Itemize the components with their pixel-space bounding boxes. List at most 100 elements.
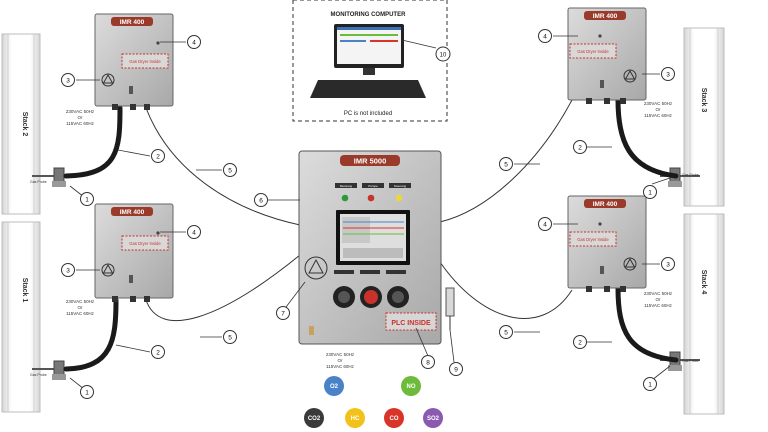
svg-text:HC: HC <box>351 416 360 422</box>
gas-dryer-label: Gas Dryer Inside <box>129 241 161 246</box>
stack-label: Stack 2 <box>21 112 28 137</box>
svg-text:5: 5 <box>228 335 232 342</box>
svg-text:115VAC 60Hz: 115VAC 60Hz <box>66 121 95 126</box>
svg-text:115VAC 60Hz: 115VAC 60Hz <box>644 113 673 118</box>
stack-label: Stack 3 <box>700 88 707 113</box>
svg-text:SO2: SO2 <box>427 416 440 422</box>
svg-text:Or: Or <box>656 107 662 112</box>
svg-text:115VAC 60Hz: 115VAC 60Hz <box>644 303 673 308</box>
callout-5: 5 <box>223 330 237 344</box>
gas-badge-o2: O2 <box>324 376 344 396</box>
imr-400-unit-bottom-left: IMR 400 Gas Dryer Inside <box>94 203 174 302</box>
svg-text:1: 1 <box>85 197 89 204</box>
svg-text:4: 4 <box>543 34 547 41</box>
power-label-bottom-left: 230VAC 50Hz Or 115VAC 60Hz <box>66 299 95 316</box>
gas-badges: O2 NO CO2 HC CO SO2 <box>304 376 443 428</box>
svg-text:8: 8 <box>426 360 430 367</box>
callout-5: 5 <box>223 163 237 177</box>
stack-4: Stack 4 <box>683 213 725 415</box>
power-label-main: 230VAC 50Hz Or 115VAC 60Hz <box>326 352 355 369</box>
probe-label: Gas Probe <box>682 359 699 363</box>
callout-9: 9 <box>449 362 463 376</box>
svg-text:9: 9 <box>454 367 458 374</box>
status-led-yellow <box>395 194 403 202</box>
power-label-top-right: 230VAC 50Hz Or 115VAC 60Hz <box>644 101 673 118</box>
monitor-note: PC is not included <box>344 111 392 117</box>
callout-1: 1 <box>80 385 94 399</box>
stack-label: Stack 4 <box>700 270 707 295</box>
callout-2: 2 <box>573 140 587 154</box>
svg-text:10: 10 <box>440 53 447 59</box>
svg-text:230VAC 50Hz: 230VAC 50Hz <box>66 299 95 304</box>
callout-4: 4 <box>187 225 201 239</box>
gas-dryer-label: Gas Dryer Inside <box>129 59 161 64</box>
svg-text:4: 4 <box>543 222 547 229</box>
stack-2: Stack 2 <box>1 33 41 215</box>
svg-text:1: 1 <box>648 190 652 197</box>
svg-text:3: 3 <box>666 262 670 269</box>
status-led-red <box>367 194 375 202</box>
svg-text:CO: CO <box>390 416 399 422</box>
callout-4: 4 <box>538 29 552 43</box>
svg-text:O2: O2 <box>330 384 339 390</box>
svg-text:Or: Or <box>338 358 344 363</box>
gas-badge-hc: HC <box>345 408 365 428</box>
stack-3: Stack 3 <box>683 27 725 207</box>
callout-2: 2 <box>151 149 165 163</box>
svg-text:3: 3 <box>666 72 670 79</box>
power-label-top-left: 230VAC 50Hz Or 115VAC 60Hz <box>66 109 95 126</box>
svg-text:5: 5 <box>228 168 232 175</box>
svg-text:115VAC 60Hz: 115VAC 60Hz <box>66 311 95 316</box>
unit-model: IMR 400 <box>593 201 618 208</box>
svg-text:2: 2 <box>156 154 160 161</box>
svg-text:4: 4 <box>192 230 196 237</box>
svg-text:1: 1 <box>648 382 652 389</box>
gas-badge-so2: SO2 <box>423 408 443 428</box>
imr-400-unit-bottom-right: IMR 400 Gas Dryer Inside <box>567 195 647 292</box>
svg-text:5: 5 <box>504 330 508 337</box>
svg-text:Or: Or <box>78 305 84 310</box>
gas-badge-co2: CO2 <box>304 408 324 428</box>
imr-400-unit-top-right: IMR 400 Gas Dryer Inside <box>567 7 647 104</box>
callout-2: 2 <box>573 335 587 349</box>
probe-label: Gas Probe <box>30 373 47 377</box>
callout-6: 6 <box>254 193 268 207</box>
main-button-label: Pumpe <box>368 184 378 188</box>
stack-label: Stack 1 <box>21 278 28 303</box>
callout-1: 1 <box>643 185 657 199</box>
callout-5: 5 <box>499 325 513 339</box>
callout-leaders <box>69 35 671 390</box>
monitor-title: MONITORING COMPUTER <box>331 12 407 18</box>
callout-1: 1 <box>80 192 94 206</box>
gas-badge-no: NO <box>401 376 421 396</box>
sample-hoses <box>63 97 679 372</box>
signal-cables <box>145 99 573 322</box>
svg-text:6: 6 <box>259 198 263 205</box>
svg-text:NO: NO <box>407 384 416 390</box>
callout-numbers: 1 1 1 1 2 2 2 2 3 3 3 3 4 4 4 4 5 5 5 5 … <box>61 29 675 399</box>
probe-label: Gas Probe <box>682 173 699 177</box>
callout-7: 7 <box>276 306 290 320</box>
plc-label: PLC INSIDE <box>391 320 431 327</box>
svg-text:1: 1 <box>85 390 89 397</box>
svg-text:230VAC 50Hz: 230VAC 50Hz <box>66 109 95 114</box>
callout-10: 10 <box>435 46 451 62</box>
gas-dryer-label: Gas Dryer Inside <box>577 49 609 54</box>
svg-text:230VAC 50Hz: 230VAC 50Hz <box>326 352 355 357</box>
gas-dryer-label: Gas Dryer Inside <box>577 237 609 242</box>
callout-3: 3 <box>61 73 75 87</box>
unit-model: IMR 400 <box>120 19 145 26</box>
callout-8: 8 <box>421 355 435 369</box>
main-unit-model: IMR 5000 <box>354 157 387 166</box>
unit-model: IMR 400 <box>593 13 618 20</box>
svg-text:Or: Or <box>656 297 662 302</box>
imr-5000-main-unit: IMR 5000 Messung Pumpe Stoerung PLC INSI… <box>298 150 455 345</box>
svg-text:3: 3 <box>66 78 70 85</box>
svg-text:CO2: CO2 <box>308 416 321 422</box>
status-led-green <box>341 194 349 202</box>
monitoring-computer-box: MONITORING COMPUTER PC is not included <box>292 0 448 122</box>
callout-3: 3 <box>661 257 675 271</box>
svg-text:2: 2 <box>578 340 582 347</box>
callout-4: 4 <box>538 217 552 231</box>
svg-text:5: 5 <box>504 162 508 169</box>
